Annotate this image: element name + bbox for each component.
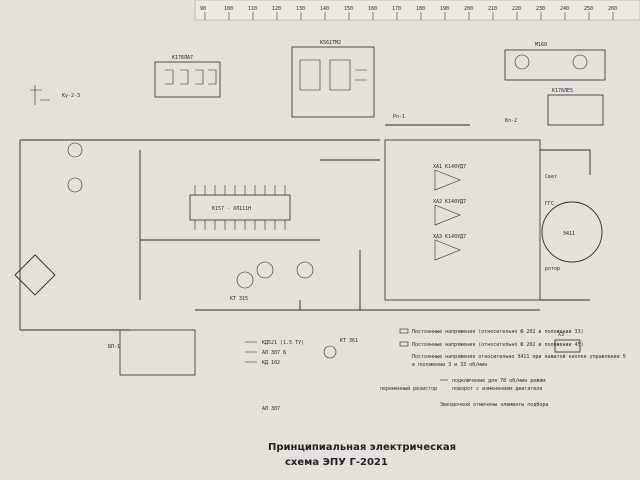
note-1: Постоянные напряжения (относительно Ф 20… bbox=[412, 329, 584, 335]
part-d2: АЛ 307 Б bbox=[262, 350, 286, 356]
ruler-tick-label: 190 bbox=[440, 6, 449, 12]
ic-k176le5-label: К176ЛЕ5 bbox=[552, 88, 573, 94]
ruler-tick-label: 140 bbox=[320, 6, 329, 12]
part-tr2: КТ 361 bbox=[340, 338, 358, 344]
ruler-tick-label: 250 bbox=[584, 6, 593, 12]
ruler-tick-label: 230 bbox=[536, 6, 545, 12]
title-line-1: Принципиальная электрическая bbox=[268, 442, 456, 453]
ic-k561tm2-label: К561ТМ2 bbox=[320, 40, 341, 46]
note-3: Постоянные напряжения относительно Э411 … bbox=[412, 354, 626, 360]
switch-ku-label: Ку-2-3 bbox=[62, 93, 80, 99]
relay-pp1-label: Рп-1 bbox=[393, 114, 405, 120]
part-d1: КД521 (1.5 ТУ) bbox=[262, 340, 304, 346]
ruler-tick-label: 200 bbox=[464, 6, 473, 12]
ruler-ticks: 90 100 110 120 130 140 150 160 170 180 190 200 210 22… bbox=[200, 6, 617, 20]
power-bp-label: БП-1 bbox=[108, 344, 120, 350]
power-section: Ку-2-3 БП-1 bbox=[14, 85, 380, 376]
ruler-tick-label: 260 bbox=[608, 6, 617, 12]
ruler-tick-label: 120 bbox=[272, 6, 281, 12]
node-kp-label: Кп-2 bbox=[505, 118, 517, 124]
node-rot-label: ротор bbox=[545, 266, 560, 272]
top-left-ics: К176ЛА7 К561ТМ2 М160 bbox=[154, 40, 606, 118]
node-svet-label: Свет bbox=[545, 174, 557, 180]
part-var: переменный резистор bbox=[380, 386, 437, 392]
ruler-tick-label: 130 bbox=[296, 6, 305, 12]
title-block: Принципиальная электрическая схема ЭПУ Г… bbox=[268, 442, 456, 468]
main-ic: К157 - ХЛ111Н КТ 315 bbox=[139, 150, 380, 302]
ruler-tick-label: 100 bbox=[224, 6, 233, 12]
comparator-3-label: ХА3 К140УД7 bbox=[433, 234, 466, 240]
note-5: подключение для 78 об/мин режим bbox=[452, 377, 545, 384]
comparator-2-label: ХА2 К140УД7 bbox=[433, 199, 466, 205]
ruler: 90 100 110 120 130 140 150 160 170 180 190 200 210 22… bbox=[194, 0, 640, 21]
ruler-tick-label: 170 bbox=[392, 6, 401, 12]
part-d3: КД 102 bbox=[262, 360, 280, 366]
ruler-tick-label: 160 bbox=[368, 6, 377, 12]
ruler-tick-label: 110 bbox=[248, 6, 257, 12]
note-4: в положении 3 и 33 об/мин bbox=[412, 361, 487, 368]
note-2: Постоянные напряжения (относительно Ф 20… bbox=[412, 342, 584, 348]
note-7: Звездочкой отмечены элементы подбора bbox=[440, 401, 548, 408]
node-ggs-label: ГГС bbox=[545, 201, 554, 207]
note-6: поворот с изменением двигателя bbox=[452, 386, 542, 392]
ruler-tick-label: 180 bbox=[416, 6, 425, 12]
ic-m160-label: М160 bbox=[535, 42, 547, 48]
ic-k176la7-label: К176ЛА7 bbox=[172, 55, 193, 61]
notes-legend: Постоянные напряжения (относительно Ф 20… bbox=[399, 328, 626, 408]
transistor-kt315-label: КТ 315 bbox=[230, 296, 248, 302]
ruler-tick-label: 90 bbox=[200, 6, 206, 12]
part-led: АЛ 307 bbox=[262, 406, 280, 412]
lower-wiring bbox=[195, 250, 540, 311]
title-line-2: схема ЭПУ Г-2021 bbox=[285, 457, 388, 468]
main-ic-label: К157 - ХЛ111Н bbox=[212, 206, 251, 212]
ruler-tick-label: 240 bbox=[560, 6, 569, 12]
parts-legend: КД521 (1.5 ТУ) АЛ 307 Б КД 102 КТ 361 АЛ… bbox=[245, 332, 581, 412]
ruler-tick-label: 150 bbox=[344, 6, 353, 12]
motor-label: Э411 bbox=[563, 231, 575, 237]
ruler-tick-label: 210 bbox=[488, 6, 497, 12]
part-conn: Х3 bbox=[558, 332, 564, 338]
ruler-tick-label: 220 bbox=[512, 6, 521, 12]
comparator-block: ХА1 К140УД7 ХА2 К140УД7 ХА3 К140УД7 Рп-1… bbox=[384, 88, 604, 301]
comparator-1-label: ХА1 К140УД7 bbox=[433, 164, 466, 170]
